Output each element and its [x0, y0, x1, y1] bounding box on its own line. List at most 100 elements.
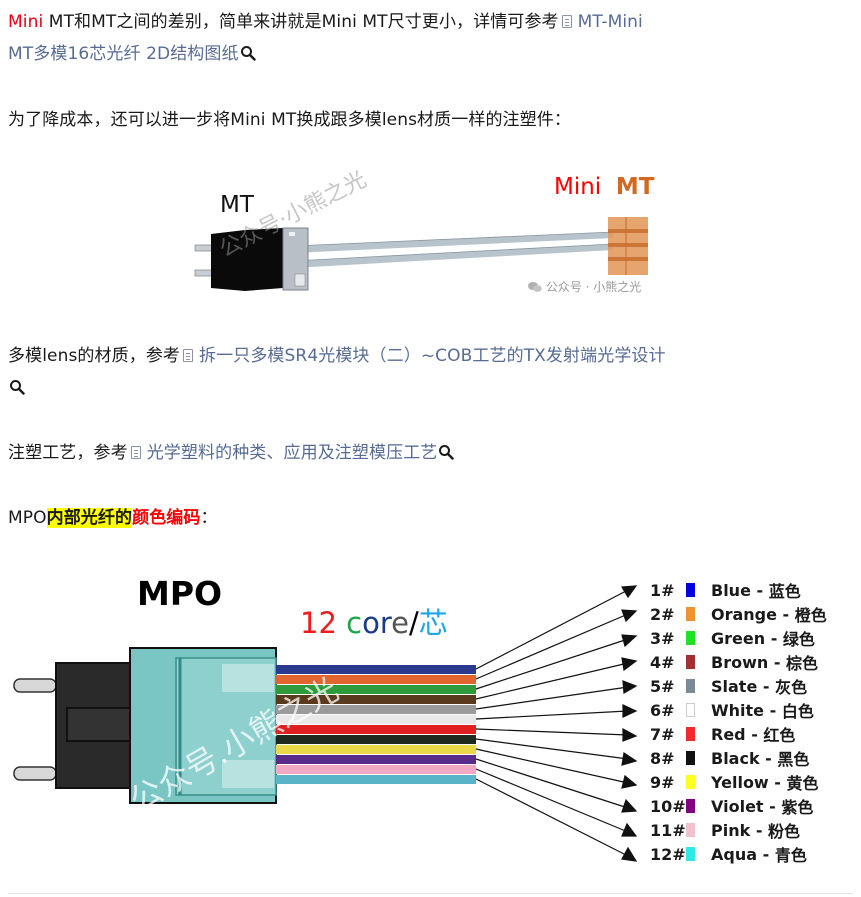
color-swatch — [686, 655, 695, 669]
fiber-color-cn: 粉色 — [768, 822, 801, 841]
paragraph-lens-material: 多模lens的材质，参考拆一只多模SR4光模块（二）~COB工艺的TX发射端光学… — [8, 340, 857, 372]
legend-item: 11#Pink - 粉色 — [650, 818, 800, 842]
color-swatch — [686, 679, 695, 693]
highlight-yellow-text: 内部光纤的 — [46, 508, 133, 528]
legend-item: 7#Red - 红色 — [650, 722, 795, 746]
fiber-number: 1# — [650, 580, 675, 600]
document-icon — [183, 349, 194, 362]
fiber-number: 3# — [650, 628, 675, 648]
mpo-color-code-figure: MPO 12 core/芯 公众号.小熊之光 1#Blue - 蓝色 2#Ora… — [0, 560, 861, 885]
core-count-number: 12 — [300, 606, 337, 640]
legend-item: 5#Slate - 灰色 — [650, 674, 807, 698]
fiber-color-name: Green — [711, 628, 766, 648]
core-cn-label: 芯 — [418, 606, 448, 640]
mini-label: Mini — [554, 174, 602, 200]
legend-item: 10#Violet - 紫色 — [650, 794, 813, 818]
fiber-bundle — [276, 665, 476, 784]
fiber-number: 6# — [650, 700, 675, 720]
core-letter-r: r — [379, 606, 392, 640]
core-letter-o: o — [362, 606, 380, 640]
color-swatch — [686, 583, 695, 597]
paragraph-text: 多模lens的材质，参考 — [8, 346, 181, 366]
fiber-color-name: Slate — [711, 676, 758, 696]
color-swatch — [686, 823, 695, 837]
mpo-title: MPO — [137, 574, 223, 613]
fiber-color-cn: 青色 — [774, 846, 807, 865]
fiber-color-cn: 橙色 — [794, 606, 827, 625]
legend-item: 1#Blue - 蓝色 — [650, 578, 801, 602]
fiber-color-cn: 红色 — [763, 726, 796, 745]
mpo-connector-illustration — [13, 585, 638, 862]
search-icon[interactable] — [438, 444, 455, 460]
mt-label: MT — [220, 192, 254, 218]
fiber-number: 8# — [650, 748, 675, 768]
mini-red-text: Mini — [8, 12, 44, 32]
fiber-color-name: Pink — [711, 820, 751, 840]
wechat-watermark-text: 公众号 · 小熊之光 — [545, 280, 642, 294]
fiber-color-name: Yellow — [711, 772, 769, 792]
paragraph-text: 注塑工艺，参考 — [8, 443, 128, 463]
fiber-color-cn: 紫色 — [781, 798, 814, 817]
fiber-number: 5# — [650, 676, 675, 696]
paragraph-mpo-color-code: MPO内部光纤的颜色编码： — [8, 502, 857, 534]
fiber-number: 2# — [650, 604, 675, 624]
paragraph-injection-process: 注塑工艺，参考光学塑料的种类、应用及注塑模压工艺 — [8, 437, 857, 469]
legend-item: 6#White - 白色 — [650, 698, 814, 722]
fiber-color-cn: 黑色 — [777, 750, 810, 769]
color-swatch — [686, 607, 695, 621]
color-swatch — [686, 751, 695, 765]
mini-mt-suffix-label: MT — [615, 174, 655, 200]
paragraph-cost-reduction: 为了降成本，还可以进一步将Mini MT换成跟多模lens材质一样的注塑件： — [8, 110, 571, 130]
wechat-watermark: 公众号 · 小熊之光 — [528, 278, 641, 295]
fiber-number: 10# — [650, 796, 686, 816]
color-swatch — [686, 727, 695, 741]
document-icon — [561, 15, 572, 28]
mt-vs-mini-mt-figure: MT Mini MT 公众号·小熊之光 公众号 · 小熊之光 — [183, 160, 678, 305]
mt-illustration — [194, 217, 648, 291]
search-icon[interactable] — [240, 45, 256, 61]
core-letter-c: c — [346, 606, 363, 640]
link-sr4-teardown[interactable]: 拆一只多模SR4光模块（二）~COB工艺的TX发射端光学设计 — [199, 346, 666, 366]
wechat-icon — [528, 282, 542, 292]
legend-item: 8#Black - 黑色 — [650, 746, 809, 770]
fiber-number: 9# — [650, 772, 675, 792]
fiber-number: 7# — [650, 724, 675, 744]
fiber-color-name: Red — [711, 724, 746, 744]
link-text-line2: MT多模16芯光纤 2D结构图纸 — [8, 44, 239, 64]
core-count-label: 12 core/芯 — [300, 600, 448, 642]
fiber-color-name: Brown — [711, 652, 769, 672]
fiber-number: 11# — [650, 820, 686, 840]
link-optical-plastics[interactable]: 光学塑料的种类、应用及注塑模压工艺 — [146, 443, 438, 463]
section-divider — [8, 893, 853, 894]
fiber-color-cn: 绿色 — [782, 630, 815, 649]
fiber-color-name: White — [711, 700, 765, 720]
fiber-color-name: Orange — [711, 604, 777, 624]
search-icon[interactable] — [9, 379, 25, 395]
mini-mt-label: Mini MT — [554, 174, 654, 200]
color-swatch — [686, 775, 695, 789]
fiber-color-cn: 蓝色 — [768, 582, 801, 601]
fiber-color-cn: 灰色 — [775, 678, 808, 697]
fiber-color-name: Violet — [711, 796, 764, 816]
fiber-number: 4# — [650, 652, 675, 672]
color-swatch — [686, 631, 695, 645]
fiber-color-name: Blue — [711, 580, 751, 600]
legend-item: 4#Brown - 棕色 — [650, 650, 818, 674]
fiber-color-name: Aqua — [711, 844, 758, 864]
link-mt-mini-drawing[interactable]: MT-Mini — [578, 12, 643, 32]
fiber-color-cn: 白色 — [781, 702, 814, 721]
fiber-color-cn: 黄色 — [786, 774, 819, 793]
colon-text: ： — [200, 508, 218, 528]
paragraph-text: MT和MT之间的差别，简单来讲就是Mini MT尺寸更小，详情可参考 — [43, 12, 559, 32]
core-letter-e: e — [391, 606, 409, 640]
legend-item: 3#Green - 绿色 — [650, 626, 815, 650]
link-mt-mini-drawing-cont[interactable]: MT多模16芯光纤 2D结构图纸 — [8, 44, 239, 64]
core-slash: / — [408, 606, 419, 640]
link-text-line1: MT-Mini — [577, 12, 643, 32]
highlight-red-text: 颜色编码 — [132, 508, 201, 528]
paragraph-mini-mt-difference: Mini MT和MT之间的差别，简单来讲就是Mini MT尺寸更小，详情可参考 M… — [8, 6, 857, 38]
legend-item: 2#Orange - 橙色 — [650, 602, 827, 626]
mpo-text: MPO — [8, 508, 47, 528]
fiber-color-name: Black — [711, 748, 760, 768]
paragraph-mini-mt-difference-cont: MT多模16芯光纤 2D结构图纸 — [8, 38, 857, 70]
